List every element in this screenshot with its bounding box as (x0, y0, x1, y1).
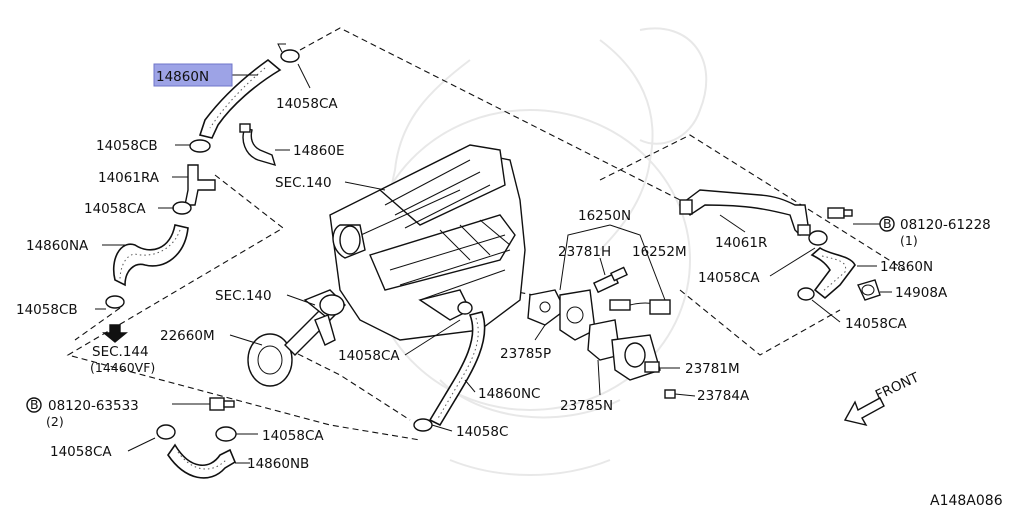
left-hose-assembly (102, 139, 216, 343)
label-14061RA[interactable]: 14061RA (98, 170, 160, 186)
leader-lines (95, 63, 892, 464)
hose-14860NC (413, 301, 486, 432)
intake-manifold (329, 144, 526, 341)
label-14058CA-f[interactable]: 14058CA (845, 316, 907, 332)
label-23785N[interactable]: 23785N (560, 398, 613, 414)
label-23785P[interactable]: 23785P (500, 346, 551, 362)
bolt-marker-icon (26, 397, 42, 413)
label-14058CB-b[interactable]: 14058CB (16, 302, 78, 318)
front-arrow: FRONT (843, 369, 922, 427)
label-sec140-b[interactable]: SEC.140 (215, 288, 272, 304)
hose-14860N-top (198, 43, 300, 139)
part-highlight (153, 63, 233, 87)
clamp-icon (280, 49, 300, 63)
front-label: FRONT (873, 369, 922, 403)
label-14058CA-b[interactable]: 14058CA (84, 201, 146, 217)
label-16250N[interactable]: 16250N (578, 208, 631, 224)
diagram-code: A148A086 (930, 493, 1003, 509)
label-23781H[interactable]: 23781H (558, 244, 611, 260)
air-valve-22660M (209, 289, 346, 411)
label-14860NA[interactable]: 14860NA (26, 238, 89, 254)
label-14860N-top[interactable]: 14860N (156, 69, 209, 85)
label-14860E[interactable]: 14860E (293, 143, 344, 159)
hose-14860N-right (797, 230, 881, 301)
label-14860NB[interactable]: 14860NB (247, 456, 309, 472)
label-14908A[interactable]: 14908A (895, 285, 948, 301)
bolt-mark-b: B (883, 216, 892, 231)
pipe-14061R (678, 189, 853, 237)
label-14058C[interactable]: 14058C (456, 424, 508, 440)
label-sec140-a[interactable]: SEC.140 (275, 175, 332, 191)
hose-14860NB (156, 424, 237, 479)
part-labels: 14860N 14058CA 14058CB 14860E 14061RA SE… (16, 69, 991, 472)
label-14058CA-top[interactable]: 14058CA (276, 96, 338, 112)
control-valve-group (527, 266, 676, 399)
label-14860NC[interactable]: 14860NC (478, 386, 540, 402)
clamp-14860E (239, 123, 277, 167)
label-14058CA-mid[interactable]: 14058CA (338, 348, 400, 364)
label-08120-61228-qty: (1) (900, 233, 918, 248)
label-08120-61228[interactable]: 08120-61228 (900, 217, 991, 233)
label-14058CA-c[interactable]: 14058CA (50, 444, 112, 460)
label-16252M[interactable]: 16252M (632, 244, 687, 260)
label-23784A[interactable]: 23784A (697, 388, 750, 404)
label-sec144[interactable]: SEC.144 (92, 344, 149, 360)
label-14058CA-e[interactable]: 14058CA (698, 270, 760, 286)
label-14860N-right[interactable]: 14860N (880, 259, 933, 275)
bolt-marker-icon-b (879, 216, 895, 232)
label-14058CA-d[interactable]: 14058CA (262, 428, 324, 444)
label-08120-63533-qty: (2) (46, 414, 64, 429)
bolt-mark-a: B (30, 397, 39, 412)
label-23781M[interactable]: 23781M (685, 361, 740, 377)
label-14058CB-a[interactable]: 14058CB (96, 138, 158, 154)
label-22660M[interactable]: 22660M (160, 328, 215, 344)
label-08120-63533[interactable]: 08120-63533 (48, 398, 139, 414)
label-sec144-sub: (14460VF) (90, 360, 155, 375)
label-14061R[interactable]: 14061R (715, 235, 767, 251)
